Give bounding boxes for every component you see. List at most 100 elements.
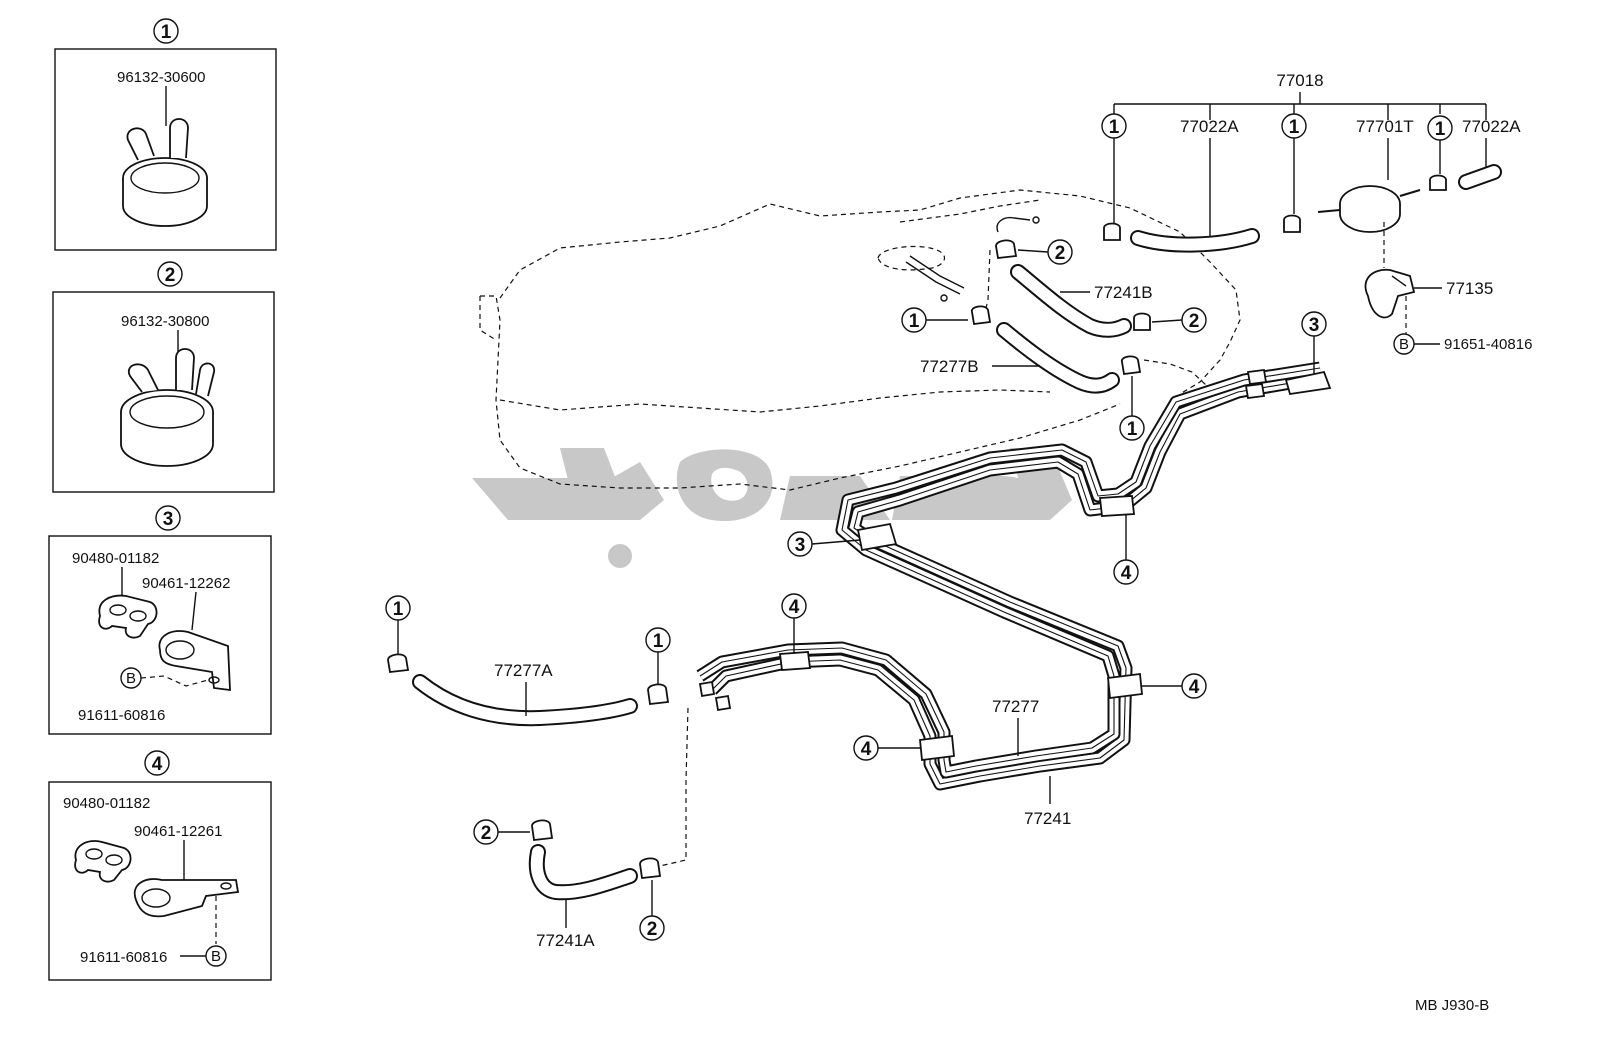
- callout-4: 4: [853, 735, 920, 761]
- label-77241: 77241: [1024, 809, 1071, 828]
- callout-4: 4: [781, 593, 807, 654]
- legend-box-3-part-a: 90480-01182: [72, 550, 159, 567]
- hose-clip: [1429, 174, 1447, 191]
- fuel-tube-77277: [696, 361, 1322, 779]
- hose-clip: [1103, 222, 1121, 241]
- callout-2-text: 2: [1055, 243, 1066, 264]
- legend-box-2-number: 2: [165, 265, 176, 286]
- hose-77277B: [996, 322, 1120, 394]
- callout-3-text: 3: [1309, 315, 1320, 336]
- fuel-tube-77241: [707, 371, 1322, 791]
- legend-box-4-part-c: 91611-60816: [80, 949, 167, 966]
- hose-77022A: [1130, 228, 1260, 253]
- callout-2: 2: [473, 819, 530, 845]
- legend-box-2: 2 96132-30800: [52, 261, 275, 493]
- callout-2-text: 2: [1189, 311, 1200, 332]
- tube-clamp-icon: [98, 594, 158, 639]
- label-91651-40816: 91651-40816: [1444, 336, 1532, 353]
- callout-4: 4: [1142, 673, 1207, 699]
- hose-77241B: [1010, 264, 1132, 338]
- callout-4-text: 4: [1189, 677, 1200, 698]
- callout-2-text: 2: [481, 823, 492, 844]
- callout-4-text: 4: [1121, 563, 1132, 584]
- label-77277: 77277: [992, 697, 1039, 716]
- callout-3-text: 3: [795, 535, 806, 556]
- callout-1: 1: [1427, 115, 1453, 174]
- legend-box-3-part-b: 90461-12262: [142, 575, 230, 592]
- diagram-code: MB J930-B: [1415, 997, 1489, 1014]
- callout-1-text: 1: [1109, 117, 1120, 138]
- tube-clamp-4-right-upper: [1099, 495, 1135, 517]
- legend-box-3: 3 90480-01182 90461-12262 B 91611-60816: [48, 505, 272, 735]
- callout-2: 2: [639, 880, 665, 941]
- callout-1-text: 1: [1127, 419, 1138, 440]
- callout-4: 4: [1113, 514, 1139, 585]
- tube-clamp-3-upper: [1284, 370, 1332, 396]
- hose-clip: [1133, 312, 1151, 331]
- callout-1: 1: [901, 307, 968, 333]
- label-77241B: 77241B: [1094, 283, 1153, 302]
- hose-clip: [995, 239, 1018, 259]
- callout-1-text: 1: [1289, 117, 1300, 138]
- vacuum-filter-icon: [1317, 185, 1421, 233]
- legend-box-1: 1 96132-30600: [54, 18, 277, 251]
- hose-clip: [639, 857, 662, 879]
- callout-1: 1: [385, 595, 411, 654]
- legend-box-1-part: 96132-30600: [117, 69, 205, 86]
- hose-77277A: [412, 674, 638, 727]
- callout-2: 2: [1017, 239, 1073, 265]
- hose-clip: [531, 819, 554, 841]
- fuel-tank-outline: [479, 189, 1241, 491]
- legend-box-3-number: 3: [163, 509, 174, 530]
- callout-1-text: 1: [909, 311, 920, 332]
- label-77277B: 77277B: [920, 357, 979, 376]
- label-77277A: 77277A: [494, 661, 553, 680]
- label-77022A-b: 77022A: [1462, 117, 1521, 136]
- label-77018: 77018: [1276, 71, 1323, 90]
- hose-clip: [1283, 214, 1301, 233]
- hose-clip: [971, 305, 992, 326]
- tube-clamp-4-mid: [919, 734, 955, 762]
- legend-box-4-bolt-ref: B: [211, 948, 221, 965]
- tube-clamp-icon: [74, 840, 132, 883]
- bracket-clamp-icon: [158, 630, 231, 692]
- callout-1-text: 1: [653, 631, 664, 652]
- hose-77241A: [528, 844, 638, 901]
- hose-clip: [387, 653, 410, 673]
- bracket-clamp-icon: [133, 878, 240, 918]
- legend-box-3-part-c: 91611-60816: [78, 707, 165, 724]
- hose-clip: [647, 683, 670, 705]
- tube-clamp-4-left: [778, 651, 812, 671]
- label-77135: 77135: [1446, 279, 1493, 298]
- legend-box-3-bolt-ref: B: [126, 670, 136, 687]
- callout-2-text: 2: [647, 919, 658, 940]
- tube-end-fitting: [698, 368, 1268, 712]
- assy-77018-leader: 77018: [1113, 71, 1487, 120]
- legend-box-1-number: 1: [161, 22, 172, 43]
- callout-3: 3: [787, 531, 861, 557]
- hose-clamp-icon: [122, 118, 208, 227]
- callout-1-text: 1: [393, 599, 404, 620]
- label-77701T: 77701T: [1356, 117, 1414, 136]
- callout-1-text: 1: [1435, 119, 1446, 140]
- hose-clamp-icon: [120, 348, 215, 467]
- callout-1: 1: [1101, 113, 1127, 224]
- filter-bracket-icon: [1364, 268, 1416, 319]
- callout-4-text: 4: [789, 597, 800, 618]
- legend-box-2-part: 96132-30800: [121, 313, 209, 330]
- callout-2: 2: [1151, 307, 1207, 333]
- legend-box-4-number: 4: [152, 754, 163, 775]
- legend-box-4: 4 90480-01182 90461-12261 B 91611-60816: [48, 750, 272, 981]
- hose-clip: [1121, 355, 1142, 376]
- callout-1: 1: [1281, 113, 1307, 214]
- callout-1: 1: [645, 627, 671, 686]
- bolt-ref-b: B: [1399, 336, 1409, 353]
- callout-3: 3: [1301, 311, 1327, 374]
- callout-4-text: 4: [861, 739, 872, 760]
- label-77241A: 77241A: [536, 931, 595, 950]
- callout-1: 1: [1119, 376, 1145, 441]
- hose-77022A-short: [1458, 164, 1502, 190]
- legend-box-4-part-b: 90461-12261: [134, 823, 222, 840]
- tube-clamp-4-right-lower: [1107, 672, 1143, 700]
